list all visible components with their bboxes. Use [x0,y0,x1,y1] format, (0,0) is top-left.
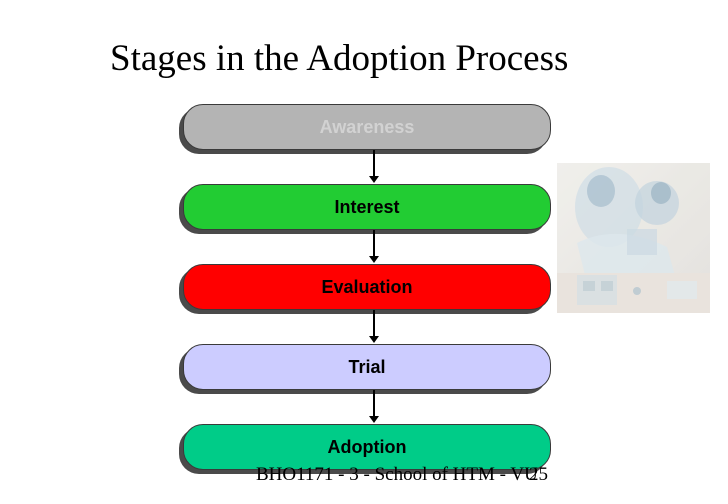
arrow-awareness-to-interest [373,150,375,177]
stage-evaluation-label: Evaluation [321,277,412,298]
slide-footer: BHO1171 - 3 - School of HTM - VU [256,465,538,484]
stage-adoption-label: Adoption [328,437,407,458]
stage-trial: Trial [183,344,551,390]
stage-trial-label: Trial [348,357,385,378]
arrow-trial-to-adoption [373,390,375,417]
stage-interest: Interest [183,184,551,230]
page-number: 25 [529,465,548,484]
stage-awareness-label: Awareness [320,117,415,138]
arrow-evaluation-to-trial [373,310,375,337]
arrow-interest-to-evaluation [373,230,375,257]
stage-interest-label: Interest [334,197,399,218]
slide-title: Stages in the Adoption Process [110,40,568,77]
lab-photo [557,163,710,313]
stage-evaluation: Evaluation [183,264,551,310]
stage-awareness: Awareness [183,104,551,150]
